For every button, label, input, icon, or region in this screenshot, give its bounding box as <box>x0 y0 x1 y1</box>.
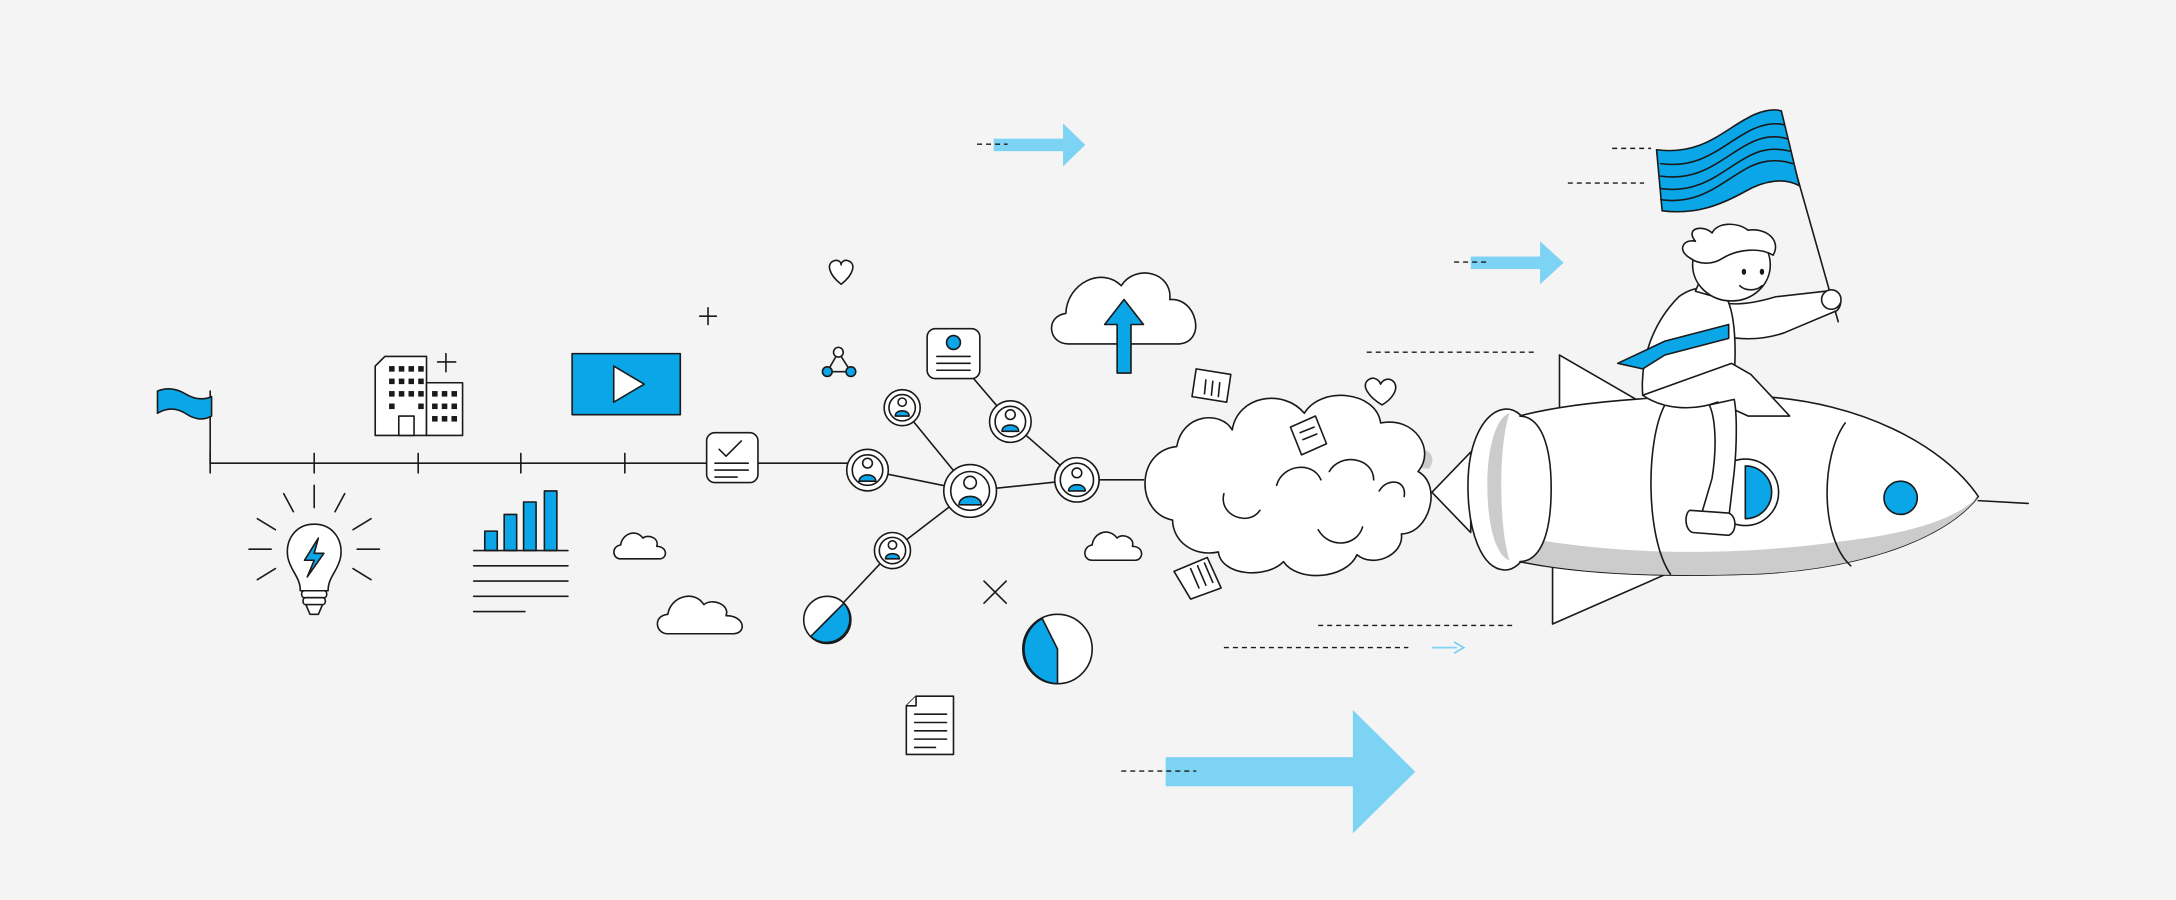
pie-chart-icon <box>804 596 851 643</box>
checklist-icon <box>707 433 758 483</box>
video-play-icon <box>572 354 680 415</box>
lightbulb-icon <box>249 485 379 614</box>
cloud-icon <box>1085 532 1142 560</box>
document-icon <box>1192 369 1231 402</box>
cloud-upload-icon <box>1052 273 1196 373</box>
start-flag-icon <box>157 389 211 463</box>
user-node <box>1055 458 1099 502</box>
office-building-icon <box>375 354 462 436</box>
rocket-icon <box>1432 355 2028 624</box>
user-node <box>874 533 910 569</box>
person-with-flag-icon <box>1618 110 1841 535</box>
user-node <box>847 449 889 491</box>
plus-decoration <box>700 308 717 325</box>
speed-arrow-icon <box>1432 642 1464 653</box>
smoke-cloud <box>1145 395 1433 575</box>
speed-arrow-icon <box>1121 710 1416 834</box>
document-icon <box>1174 557 1221 599</box>
network-users-icon <box>827 355 1143 620</box>
id-card-icon <box>927 329 980 379</box>
cloud-icon <box>614 533 666 559</box>
user-node <box>944 465 997 518</box>
cloud-icon <box>657 596 742 634</box>
speed-arrow-icon <box>977 123 1086 167</box>
speed-lines <box>1224 148 1651 647</box>
x-decoration <box>984 581 1006 603</box>
user-node <box>884 390 920 426</box>
document-icon <box>1290 416 1326 455</box>
user-node <box>990 401 1032 443</box>
timeline <box>210 452 847 473</box>
speed-arrow-icon <box>1454 241 1564 285</box>
heart-icon <box>1365 378 1395 405</box>
share-icon <box>822 347 855 376</box>
pie-chart-icon <box>1023 614 1092 683</box>
bar-chart-icon <box>474 491 568 612</box>
heart-icon <box>829 260 852 284</box>
document-icon <box>906 696 953 754</box>
